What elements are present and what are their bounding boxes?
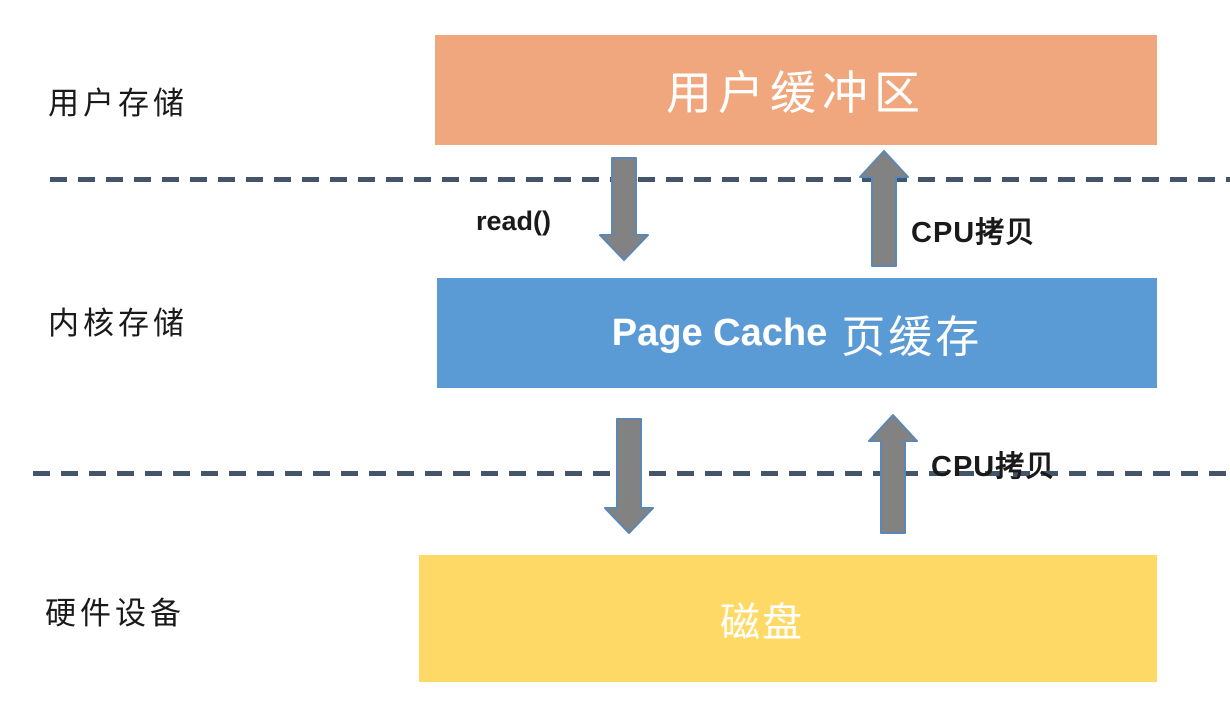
read-call-label: read() <box>476 206 552 236</box>
cpu-copy-up-arrow-icon <box>859 150 909 267</box>
read-down-arrow-icon <box>599 157 649 261</box>
user-buffer-box-label: 用户缓冲区 <box>666 66 926 120</box>
user-kernel-boundary-dashed-line <box>50 177 1230 182</box>
layer-label-user-storage: 用户存储 <box>48 86 188 122</box>
page-cache-box-label-en: Page Cache <box>611 311 828 354</box>
disk-read-down-arrow-icon <box>604 418 654 534</box>
page-cache-box-label-zh: 页缓存 <box>841 312 983 363</box>
disk-box: 磁盘 <box>419 555 1157 682</box>
cpu-copy-up-arrow-icon-2 <box>868 414 918 534</box>
cpu-copy-label-bottom: CPU拷贝 <box>931 451 1056 483</box>
page-cache-box: Page Cache 页缓存 <box>437 278 1157 388</box>
cpu-copy-label-top: CPU拷贝 <box>911 217 1036 249</box>
disk-box-label: 磁盘 <box>720 599 804 646</box>
layer-label-kernel-storage: 内核存储 <box>48 306 188 342</box>
layer-label-hardware-device: 硬件设备 <box>45 596 185 632</box>
user-buffer-box: 用户缓冲区 <box>435 35 1157 145</box>
